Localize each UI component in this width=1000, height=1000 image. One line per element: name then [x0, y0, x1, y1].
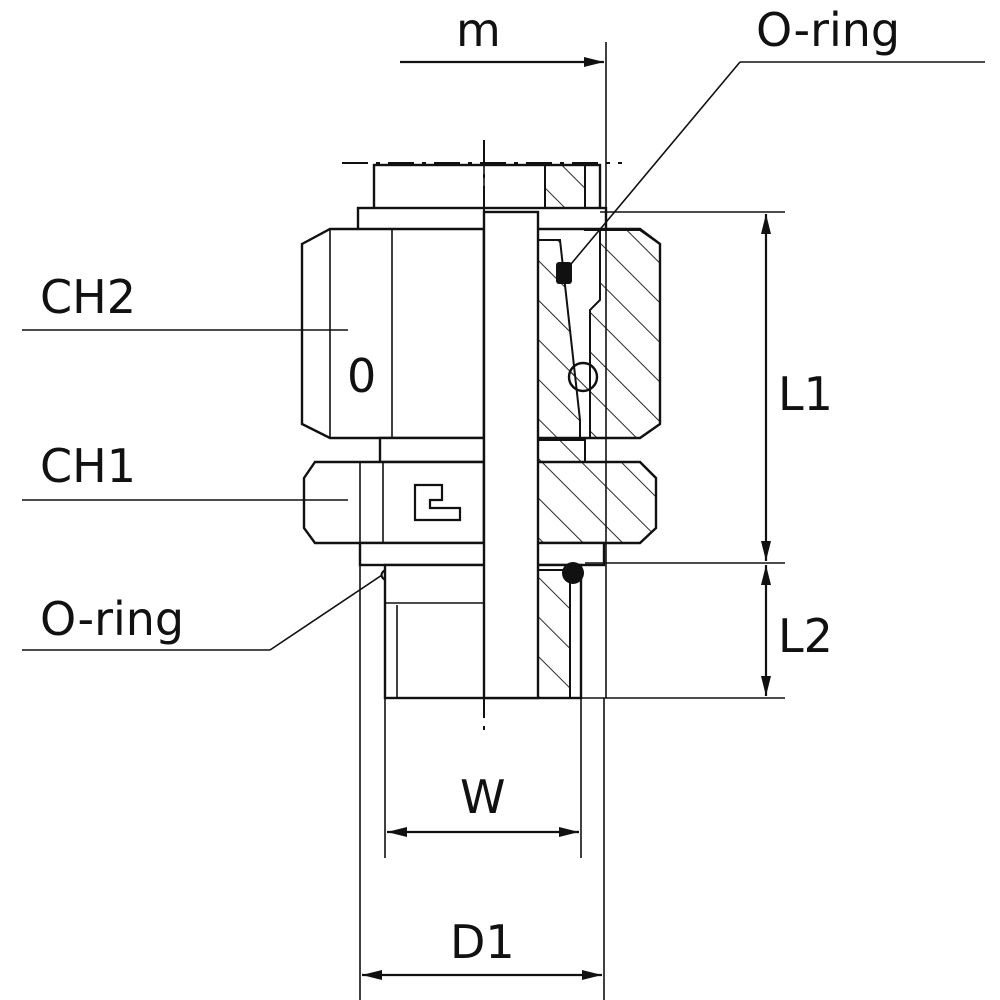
label-o-ring-top: O-ring: [756, 3, 900, 57]
bore: [482, 210, 540, 700]
logo-icon: [413, 483, 462, 522]
dimension-lines: [22, 42, 985, 1000]
neck: [378, 436, 486, 464]
label-o-ring-bottom: O-ring: [40, 592, 184, 646]
label-l1: L1: [778, 367, 833, 421]
top-collar: [356, 206, 608, 232]
o-ring-bottom-seal-right: [562, 562, 584, 584]
label-ch1: CH1: [40, 439, 136, 493]
label-l2: L2: [778, 609, 833, 663]
label-ch2: CH2: [40, 270, 136, 324]
label-w: W: [460, 770, 505, 824]
label-d1: D1: [450, 915, 515, 969]
tube-stub: [342, 162, 622, 212]
o-ring-middle-seal: [567, 361, 599, 393]
label-m: m: [456, 3, 501, 57]
inner-sleeve-section: [537, 239, 581, 441]
nut-marking: 0: [347, 349, 376, 403]
